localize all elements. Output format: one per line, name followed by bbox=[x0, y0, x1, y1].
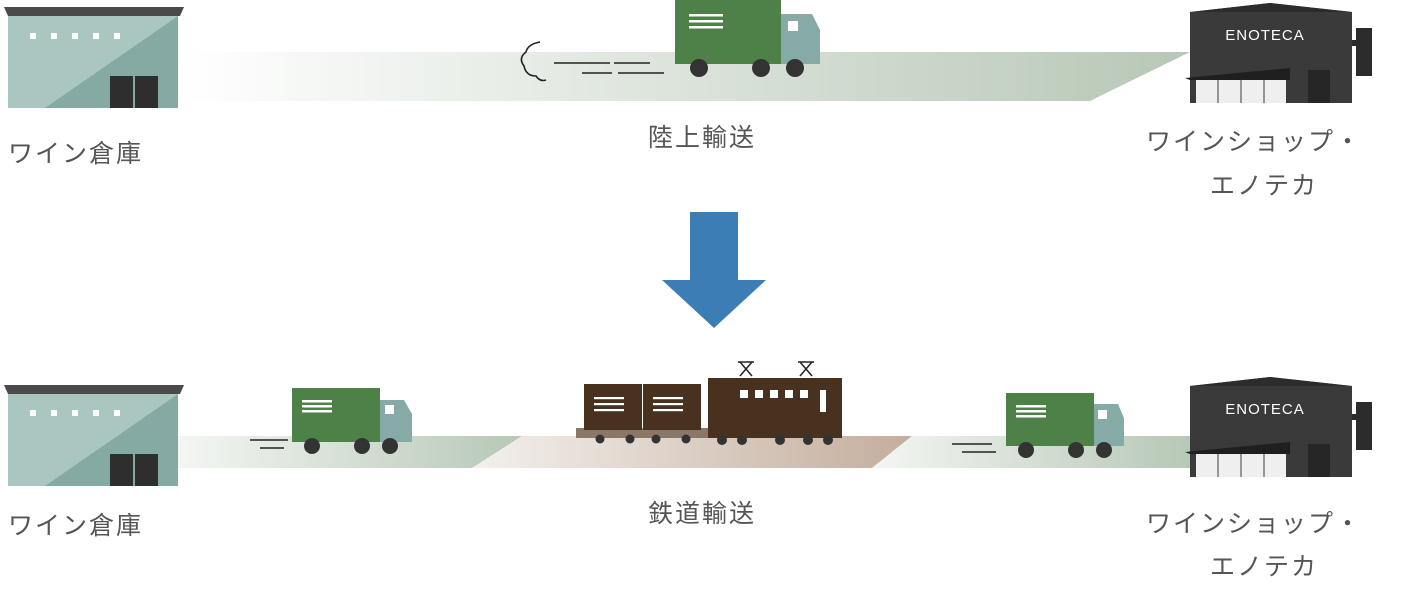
truck-icon bbox=[292, 388, 412, 454]
bottom-road-left bbox=[178, 436, 522, 468]
destination-label-line1: ワインショップ・ bbox=[1146, 509, 1363, 538]
destination-label-line2: エノテカ bbox=[1210, 171, 1319, 200]
warehouse-icon bbox=[4, 385, 184, 486]
mode-label: 陸上輸送 bbox=[648, 123, 757, 152]
speed-lines-icon bbox=[952, 443, 996, 453]
origin-label: ワイン倉庫 bbox=[8, 511, 144, 540]
truck-icon bbox=[1006, 393, 1124, 458]
speed-lines-icon bbox=[250, 439, 288, 449]
destination-label-line2: エノテカ bbox=[1210, 552, 1319, 581]
locomotive-icon bbox=[708, 361, 842, 445]
truck-icon bbox=[675, 0, 820, 77]
shop-sign-text: ENOTECA bbox=[1225, 27, 1305, 44]
mode-label: 鉄道輸送 bbox=[648, 499, 757, 528]
down-arrow-icon bbox=[662, 212, 766, 328]
freight-train-icon bbox=[576, 384, 712, 444]
top-road bbox=[178, 52, 1190, 101]
exhaust-icon bbox=[520, 41, 664, 82]
warehouse-icon bbox=[4, 7, 184, 108]
wine-shop-icon: ENOTECA bbox=[1185, 377, 1372, 477]
origin-label: ワイン倉庫 bbox=[8, 139, 144, 168]
wine-shop-icon: ENOTECA bbox=[1185, 3, 1372, 103]
rail-bed bbox=[472, 436, 912, 468]
destination-label-line1: ワインショップ・ bbox=[1146, 127, 1363, 156]
shop-sign-text: ENOTECA bbox=[1225, 401, 1305, 418]
